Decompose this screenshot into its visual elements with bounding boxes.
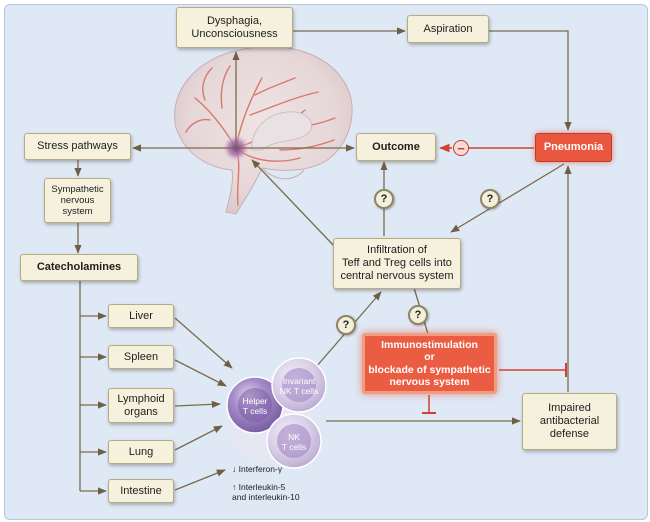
dysphagia-label: Dysphagia, Unconsciousness [191, 14, 278, 40]
organ-box-lung: Lung [108, 440, 174, 464]
question-mark-cells: ? [336, 315, 356, 335]
interferon-note: ↓ Interferon-γ [232, 464, 283, 474]
organ-box-intestine: Intestine [108, 479, 174, 503]
organ-label: Lymphoid organs [117, 392, 165, 418]
inhibition-minus-icon: − [453, 140, 469, 156]
organ-label: Lung [128, 445, 154, 458]
stress-pathways-label: Stress pathways [37, 140, 118, 152]
invariant-nkt-cells-label: Invariant NK T cells [279, 376, 319, 396]
dysphagia-box: Dysphagia, Unconsciousness [176, 7, 293, 48]
organ-box-spleen: Spleen [108, 345, 174, 369]
sympathetic-label: Sympathetic nervous system [51, 184, 104, 217]
stress-pathways-box: Stress pathways [24, 133, 131, 160]
organ-label: Liver [129, 309, 153, 322]
sympathetic-nervous-system-box: Sympathetic nervous system [44, 178, 111, 223]
pneumonia-box: Pneumonia [535, 133, 612, 162]
organ-box-liver: Liver [108, 304, 174, 328]
immunostimulation-label: Immunostimulation or blockade of sympath… [368, 338, 491, 389]
nk-t-cells-label: NK T cells [281, 432, 307, 452]
aspiration-box: Aspiration [407, 15, 489, 43]
t-cell-cluster [226, 357, 327, 469]
connector-lines [74, 27, 572, 495]
catecholamines-label: Catecholamines [36, 261, 122, 273]
inhibition-lines [422, 143, 567, 414]
impaired-defense-label: Impaired antibacterial defense [539, 402, 600, 440]
pneumonia-label: Pneumonia [543, 141, 604, 153]
infiltration-box: Infiltration of Teff and Treg cells into… [333, 238, 461, 289]
question-mark-outcome: ? [374, 189, 394, 209]
outcome-box: Outcome [356, 133, 436, 161]
interleukin-note: ↑ Interleukin-5 and interleukin-10 [232, 482, 300, 502]
question-mark-immunostimulation: ? [408, 305, 428, 325]
organ-box-lymphoid-organs: Lymphoid organs [108, 388, 174, 423]
catecholamines-box: Catecholamines [20, 254, 138, 281]
outcome-label: Outcome [372, 140, 420, 153]
impaired-defense-box: Impaired antibacterial defense [522, 393, 617, 450]
aspiration-label: Aspiration [423, 22, 473, 35]
helper-t-cells-label: Helper T cells [242, 396, 268, 416]
brain-illustration [174, 46, 353, 215]
organ-label: Intestine [120, 484, 162, 497]
organ-label: Spleen [123, 350, 159, 363]
question-mark-pneumonia: ? [480, 189, 500, 209]
immunostimulation-box: Immunostimulation or blockade of sympath… [362, 333, 497, 394]
infiltration-label: Infiltration of Teff and Treg cells into… [340, 244, 454, 282]
